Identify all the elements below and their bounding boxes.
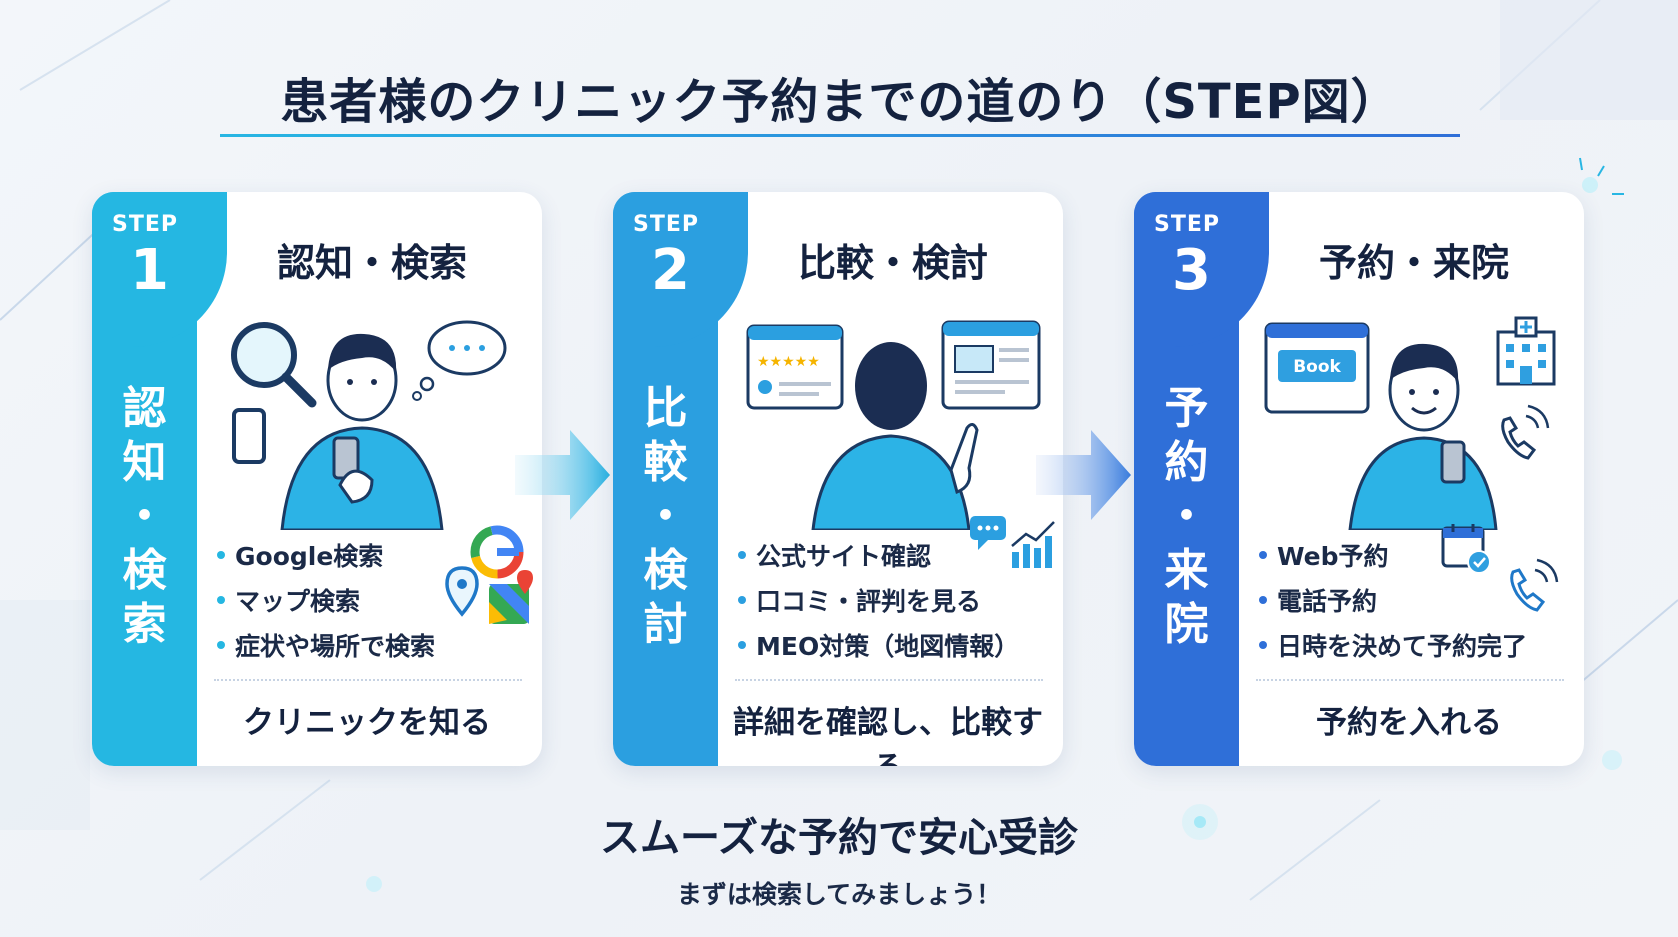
list-item: Google検索	[217, 532, 527, 577]
vertical-char: 討	[643, 599, 688, 650]
booking-window-icon: Book	[1264, 322, 1370, 414]
vertical-char: 約	[1164, 437, 1209, 488]
vertical-char: ・	[1164, 491, 1209, 542]
step-card-1: STEP 1 認 知 ・ 検 索 認知・検索	[92, 192, 542, 766]
list-item: マップ検索	[217, 577, 527, 622]
step-badge: STEP 2	[613, 192, 748, 347]
phone-call-icon	[1501, 404, 1550, 460]
vertical-char: 検	[122, 545, 167, 596]
map-icons: G	[445, 525, 533, 624]
chat-bubble-icon	[970, 516, 1006, 550]
vertical-char: 来	[1164, 545, 1209, 596]
step-number: 3	[1172, 238, 1211, 303]
thought-bubble-icon	[412, 320, 507, 401]
card-footer: 予約を入れる	[1316, 705, 1502, 741]
vertical-char: ・	[122, 491, 167, 542]
hospital-icon	[1496, 316, 1556, 386]
svg-text:★★★★★: ★★★★★	[757, 354, 820, 370]
browser-window-icon	[941, 320, 1041, 410]
bullet-list: 公式サイト確認 口コミ・評判を見る MEO対策（地図情報）	[738, 532, 1048, 667]
vertical-char: 院	[1164, 599, 1209, 650]
title-area: 患者様のクリニック予約までの道のり（STEP図）	[220, 62, 1460, 146]
vertical-title: 比 較 ・ 検 討	[613, 382, 718, 652]
arrow-right-icon	[1036, 430, 1131, 520]
step-number: 2	[651, 238, 690, 303]
card-heading: 比較・検討	[797, 241, 988, 285]
svg-text:G: G	[497, 559, 498, 561]
step-number: 1	[130, 238, 169, 303]
location-pin-icon	[445, 566, 479, 617]
bottom-headline: スムーズな予約で安心受診	[600, 815, 1078, 861]
card-heading: 認知・検索	[276, 241, 467, 285]
vertical-title: 認 知 ・ 検 索	[92, 382, 197, 652]
list-item: 公式サイト確認	[738, 532, 1048, 577]
step-label: STEP	[112, 212, 179, 237]
list-item: 口コミ・評判を見る	[738, 577, 1048, 622]
step-card-3: STEP 3 予 約 ・ 来 院 予約・来院 Book	[1134, 192, 1584, 766]
vertical-char: 知	[122, 437, 167, 488]
vertical-char: 索	[122, 599, 167, 650]
phone-icon	[232, 408, 266, 464]
step-label: STEP	[633, 212, 700, 237]
list-item: Web予約	[1259, 532, 1569, 577]
person-booking-illustration: Book	[1264, 316, 1556, 530]
person-comparing-illustration: ★★★★★	[746, 320, 1041, 530]
vertical-char: 比	[643, 383, 688, 434]
list-item: 症状や場所で検索	[217, 622, 527, 667]
bar-chart-icon	[1011, 521, 1055, 568]
calendar-check-icon	[1441, 524, 1491, 574]
vertical-char: 認	[122, 383, 167, 434]
step-badge: STEP 3	[1134, 192, 1269, 347]
vertical-char: 較	[643, 437, 688, 488]
bullet-list: Web予約 電話予約 日時を決めて予約完了	[1259, 532, 1569, 667]
step-card-2: STEP 2 比 較 ・ 検 討 比較・検討 ★★★★★ 公	[613, 192, 1063, 766]
person-smiling-icon	[1348, 343, 1498, 530]
divider	[214, 679, 522, 681]
google-maps-icon	[489, 570, 533, 624]
divider	[1256, 679, 1564, 681]
person-icon	[280, 333, 444, 530]
vertical-char: 予	[1164, 383, 1209, 434]
magnifier-icon	[231, 322, 317, 408]
arrow-right-icon	[515, 430, 610, 520]
step-badge: STEP 1	[92, 192, 227, 347]
info-icons	[970, 516, 1055, 568]
book-button-label: Book	[1293, 357, 1341, 377]
step-label: STEP	[1154, 212, 1221, 237]
google-icon: G	[470, 525, 524, 579]
vertical-title: 予 約 ・ 来 院	[1134, 382, 1239, 652]
list-item: MEO対策（地図情報）	[738, 622, 1048, 667]
card-footer: クリニックを知る	[243, 705, 491, 741]
list-item: 電話予約	[1259, 577, 1569, 622]
person-searching-illustration	[231, 320, 507, 530]
bottom-subtext: まずは検索してみましょう！	[676, 880, 1002, 909]
bullet-list: Google検索 マップ検索 症状や場所で検索	[217, 532, 527, 667]
person-back-icon	[811, 342, 979, 530]
phone-call-icon	[1510, 558, 1559, 612]
title-underline	[220, 134, 1460, 137]
vertical-char: 検	[643, 545, 688, 596]
page-title: 患者様のクリニック予約までの道のり（STEP図）	[280, 74, 1400, 130]
list-item: 日時を決めて予約完了	[1259, 622, 1569, 667]
booking-icons	[1441, 524, 1559, 612]
review-window-icon: ★★★★★	[746, 324, 844, 410]
card-heading: 予約・来院	[1318, 241, 1509, 285]
divider	[735, 679, 1043, 681]
vertical-char: ・	[643, 491, 688, 542]
card-footer: 詳細を確認し、比較する	[733, 705, 1043, 766]
